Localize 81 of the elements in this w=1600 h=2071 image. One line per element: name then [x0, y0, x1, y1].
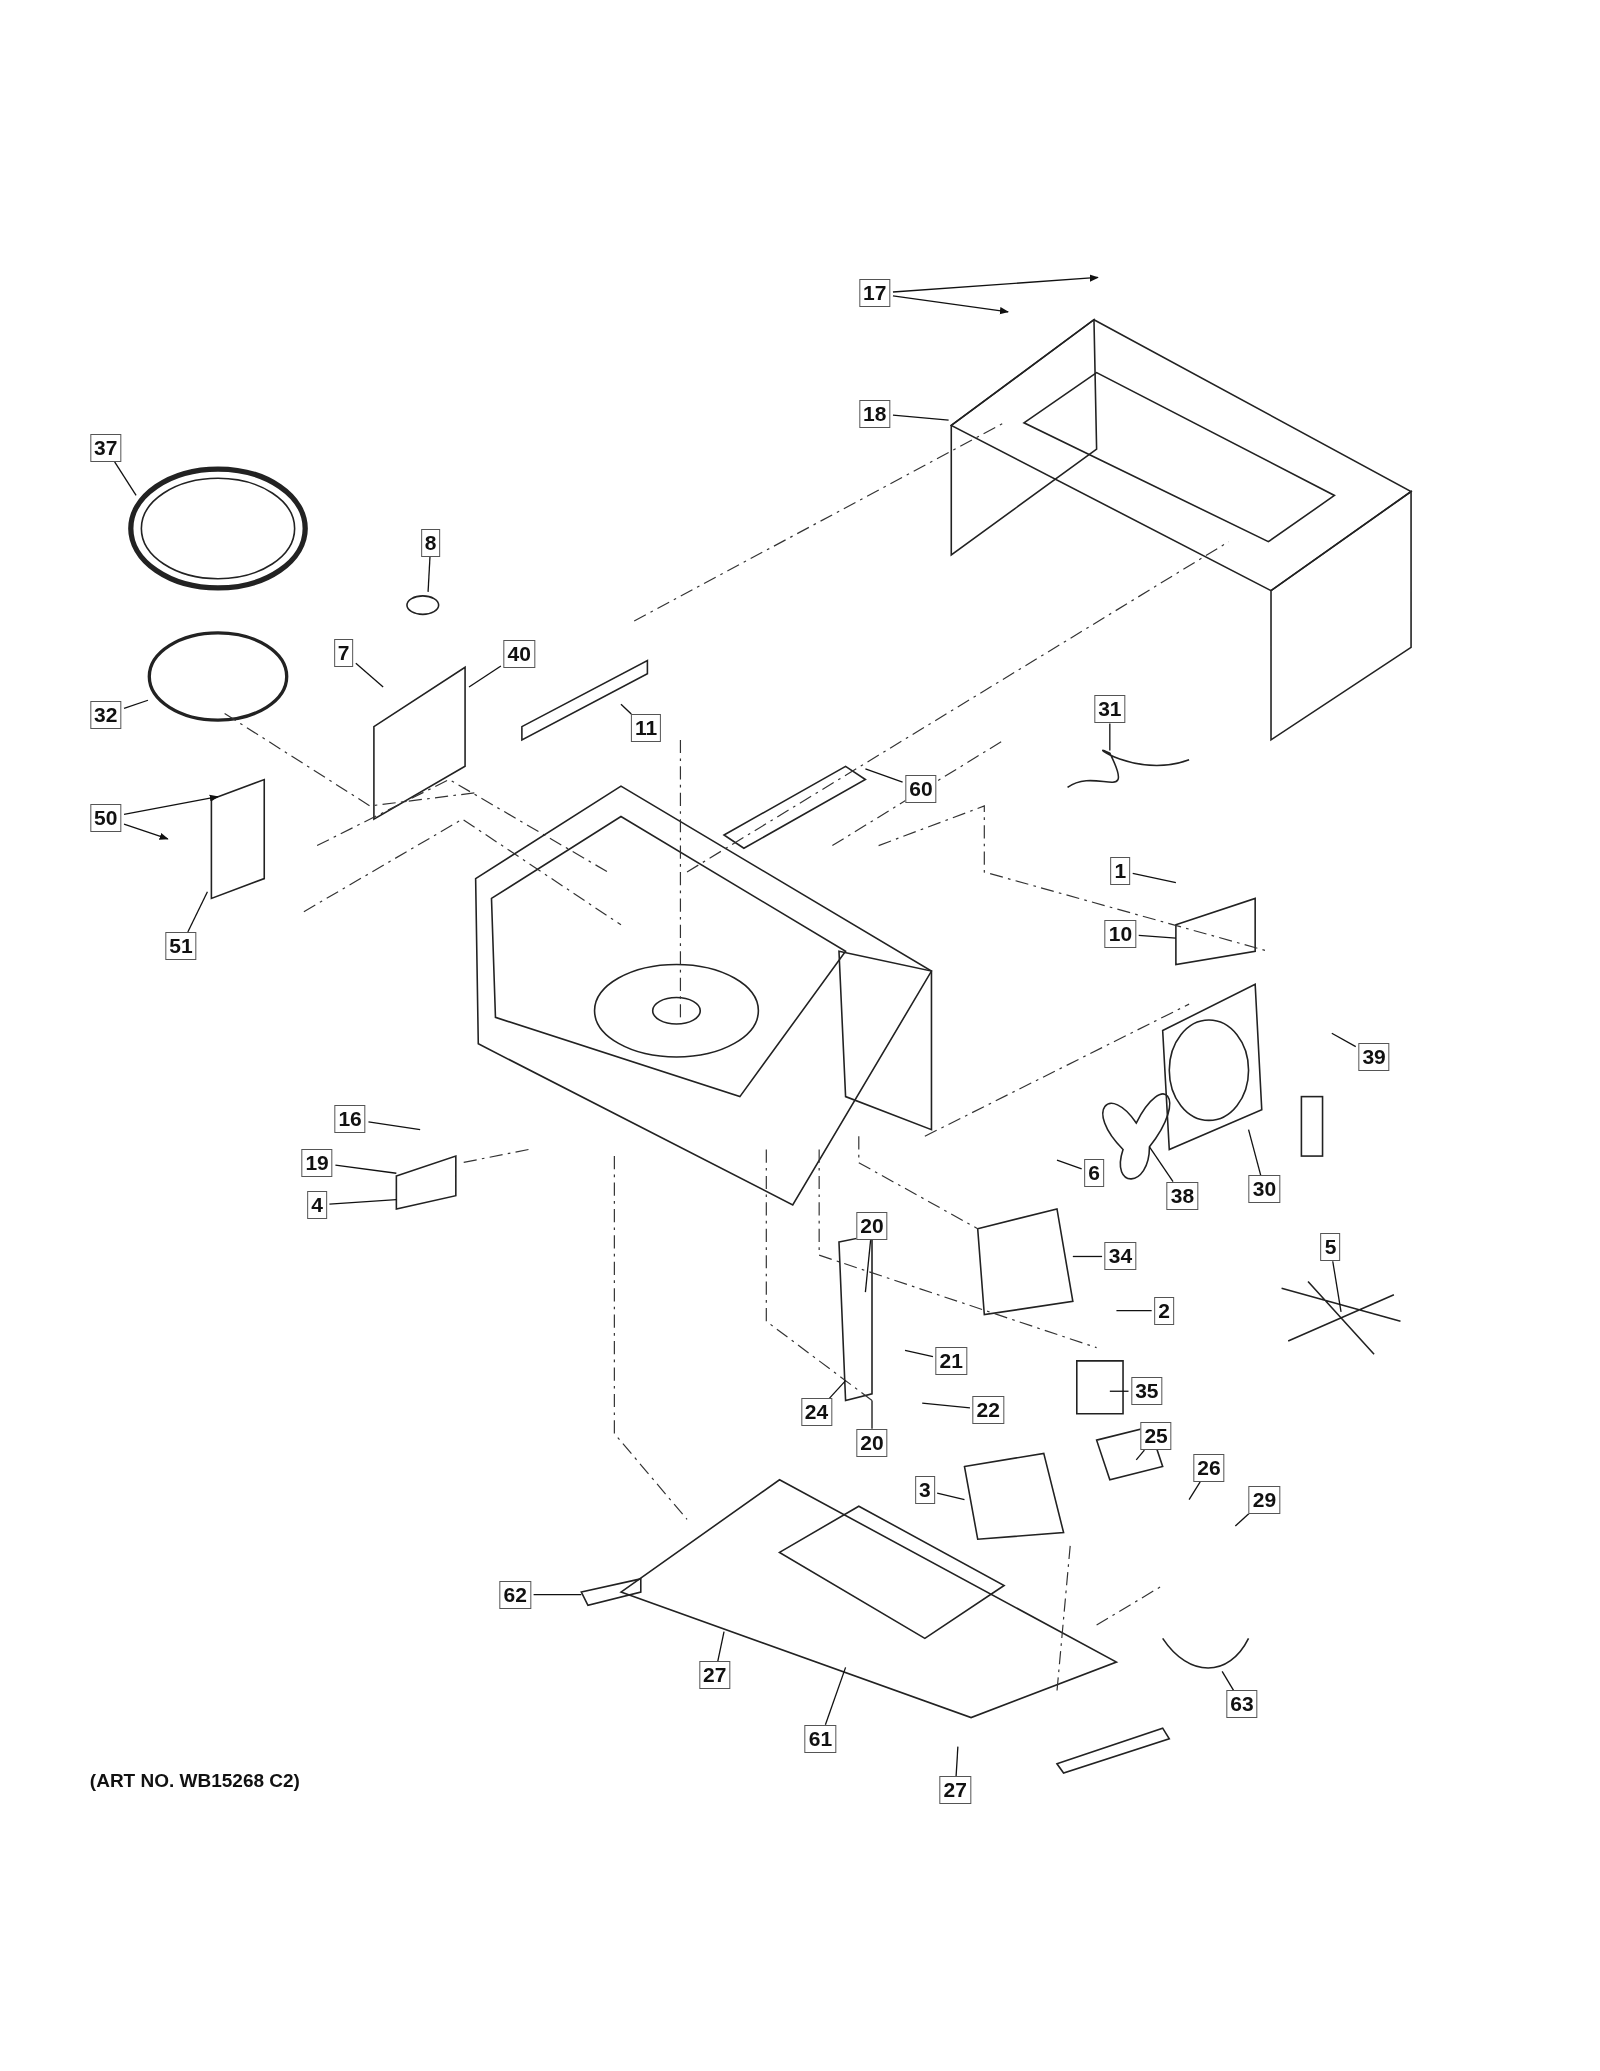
callout-number: 29 — [1248, 1485, 1281, 1514]
callout-number: 40 — [503, 640, 535, 668]
leader-line — [1115, 1310, 1153, 1312]
leader-line — [921, 1402, 971, 1409]
leader-line — [717, 1631, 725, 1662]
leader-line — [904, 1349, 934, 1358]
callout-number: 38 — [1166, 1181, 1199, 1210]
callout-number: 20 — [856, 1212, 888, 1241]
callout-number: 11 — [630, 714, 662, 742]
leader-line — [1072, 1255, 1103, 1258]
callout-number: 22 — [972, 1395, 1004, 1424]
leader-line — [1132, 872, 1177, 884]
leader-line — [114, 461, 137, 497]
callout-number: 63 — [1226, 1690, 1258, 1719]
leader-line — [620, 703, 632, 715]
leader-line — [1148, 1146, 1174, 1183]
callout-number: 37 — [90, 433, 122, 462]
leader-line — [187, 891, 209, 933]
leader-line — [123, 794, 219, 816]
leader-line — [1332, 1260, 1342, 1313]
leader-line — [1221, 1670, 1235, 1692]
callout-number: 31 — [1094, 695, 1126, 724]
callout-number: 20 — [856, 1428, 888, 1457]
leader-line — [871, 1399, 873, 1430]
leader-line — [824, 1666, 847, 1726]
callout-number: 27 — [699, 1661, 731, 1690]
callout-number: 10 — [1104, 920, 1137, 949]
leader-line — [1109, 722, 1111, 752]
leader-line — [367, 1121, 421, 1131]
callout-number: 51 — [165, 932, 197, 960]
callout-number: 34 — [1104, 1242, 1137, 1271]
callout-number: 6 — [1084, 1159, 1104, 1188]
leader-line — [334, 1164, 397, 1174]
callout-number: 62 — [499, 1580, 531, 1609]
leader-line — [936, 1492, 966, 1501]
callout-number: 39 — [1358, 1042, 1390, 1071]
callout-number: 7 — [333, 638, 354, 667]
art-number-note: (ART NO. WB15268 C2) — [89, 1770, 300, 1793]
leader-line — [828, 1380, 847, 1400]
leader-line — [892, 274, 1099, 293]
leader-line — [1056, 1159, 1083, 1170]
leader-line — [355, 662, 384, 688]
leader-line — [1331, 1032, 1357, 1048]
leader-line — [1109, 1390, 1130, 1392]
callout-number: 3 — [915, 1476, 935, 1505]
callout-number: 26 — [1193, 1453, 1225, 1482]
callout-number: 4 — [307, 1190, 327, 1219]
callout-number: 61 — [804, 1724, 837, 1753]
leader-line — [328, 1199, 397, 1205]
leader-line — [955, 1746, 959, 1777]
leader-line — [1135, 1449, 1146, 1461]
leader-line — [1234, 1512, 1250, 1527]
callout-number: 19 — [301, 1148, 333, 1177]
leader-line — [123, 823, 169, 840]
leader-line — [468, 665, 502, 688]
leader-line — [892, 295, 1009, 315]
callout-number: 5 — [1320, 1233, 1341, 1262]
callout-number: 21 — [935, 1346, 967, 1375]
leader-line — [1188, 1481, 1201, 1501]
leader-line — [123, 699, 149, 710]
callout-number: 24 — [800, 1398, 833, 1427]
callout-number: 8 — [420, 529, 441, 557]
leader-line — [427, 556, 431, 593]
callout-number: 27 — [939, 1776, 971, 1805]
callout-number: 32 — [90, 700, 122, 729]
callout-number: 60 — [905, 774, 937, 803]
callout-number: 50 — [90, 803, 122, 832]
leader-line — [532, 1594, 582, 1596]
callout-number: 30 — [1248, 1175, 1281, 1204]
callout-number: 25 — [1140, 1422, 1172, 1451]
callout-number: 1 — [1110, 856, 1131, 885]
callout-number: 35 — [1131, 1377, 1163, 1406]
callout-number: 17 — [858, 279, 891, 308]
leader-line — [1138, 934, 1177, 939]
leader-line — [864, 1239, 872, 1293]
leader-line — [1247, 1129, 1262, 1176]
callout-number: 2 — [1154, 1296, 1174, 1325]
leader-line — [892, 414, 950, 421]
callout-number: 18 — [858, 399, 891, 428]
leader-line — [864, 768, 904, 783]
callout-number: 16 — [334, 1105, 366, 1134]
